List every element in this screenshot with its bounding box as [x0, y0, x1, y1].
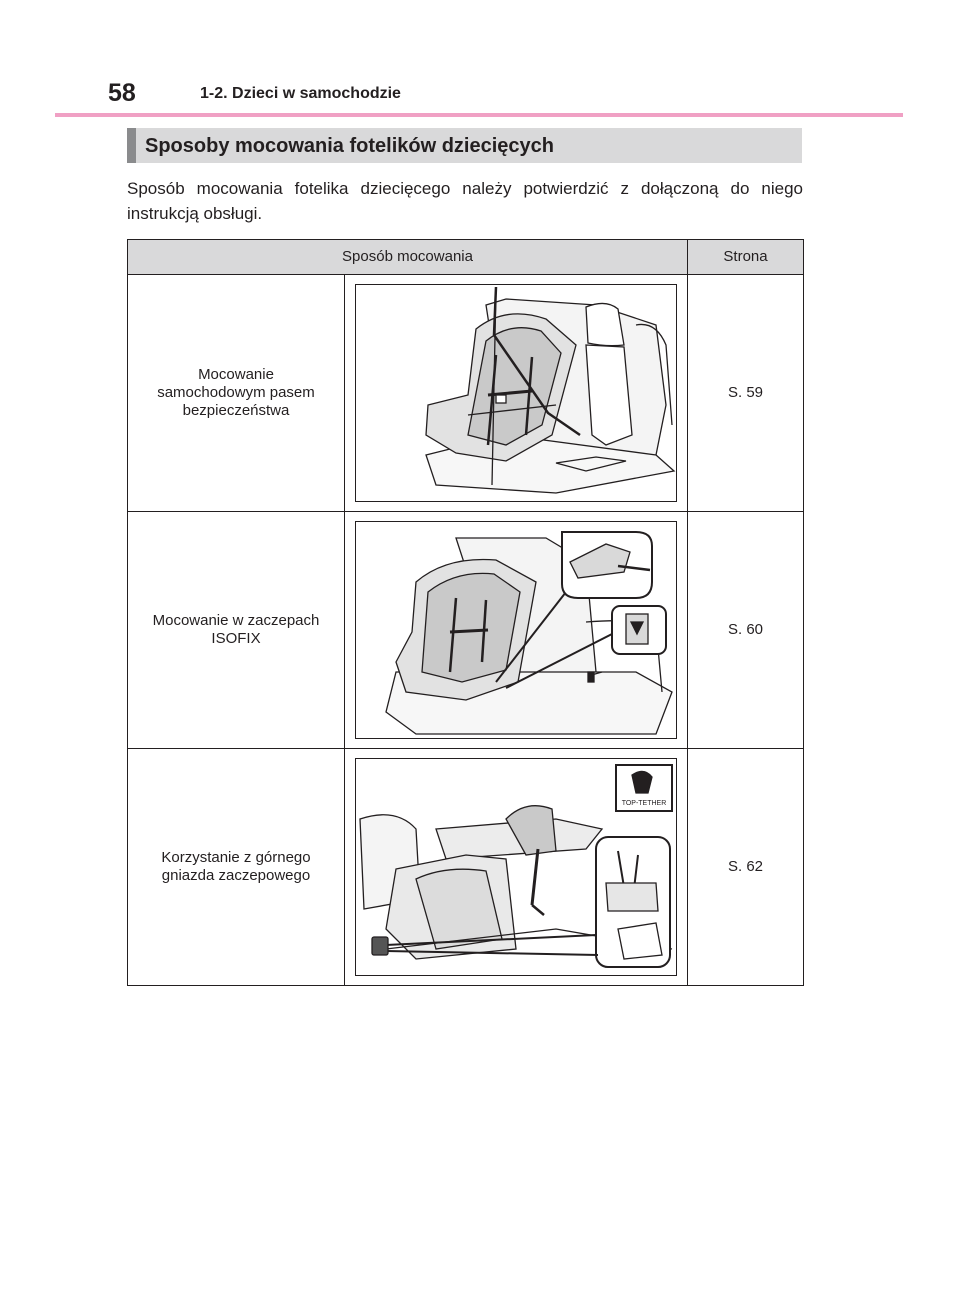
top-tether-illustration: TOP-TETHER	[355, 758, 677, 976]
page-cell: S. 60	[687, 511, 805, 749]
method-cell: Korzystanie z górnego gniazda zaczepoweg…	[127, 748, 345, 986]
method-description: Mocowanie w zaczepach ISOFIX	[152, 612, 320, 647]
header-rule	[55, 113, 903, 117]
page-number: 58	[108, 79, 136, 107]
table-row: Korzystanie z górnego gniazda zaczepoweg…	[127, 748, 805, 986]
method-description: Mocowanie samochodowym pasem bezpieczeńs…	[157, 366, 315, 419]
isofix-drawing	[385, 531, 673, 735]
method-cell: Mocowanie w zaczepach ISOFIX	[127, 511, 345, 749]
isofix-illustration	[355, 521, 677, 739]
page-cell: S. 62	[687, 748, 805, 986]
illustration-cell: TOP-TETHER	[343, 748, 689, 986]
illustration-cell	[343, 511, 689, 749]
section-heading-text: Sposoby mocowania fotelików dziecięcych	[145, 134, 554, 157]
column-header-method: Sposób mocowania	[126, 239, 689, 275]
table-row: Mocowanie w zaczepach ISOFIX	[127, 511, 805, 749]
top-tether-label: TOP-TETHER	[622, 800, 667, 807]
chapter-title: 1-2. Dzieci w samochodzie	[200, 85, 401, 102]
method-cell: Mocowanie samochodowym pasem bezpieczeńs…	[127, 274, 345, 512]
section-heading: Sposoby mocowania fotelików dziecięcych	[127, 128, 802, 163]
intro-paragraph: Sposób mocowania fotelika dziecięcego na…	[127, 179, 803, 223]
method-description: Korzystanie z górnego gniazda zaczepoweg…	[161, 849, 311, 884]
section-heading-bar	[127, 128, 136, 163]
mounting-methods-table: Sposób mocowania Strona Mocowanie samoch…	[126, 239, 805, 986]
page-cell: S. 59	[687, 274, 805, 512]
table-header-row: Sposób mocowania Strona	[126, 239, 805, 275]
top-tether-drawing: TOP-TETHER	[359, 764, 673, 968]
column-header-page: Strona	[687, 239, 805, 275]
seat-belt-drawing	[425, 286, 676, 494]
table-row: Mocowanie samochodowym pasem bezpieczeńs…	[127, 274, 805, 512]
seat-belt-illustration	[355, 284, 677, 502]
illustration-cell	[343, 274, 689, 512]
